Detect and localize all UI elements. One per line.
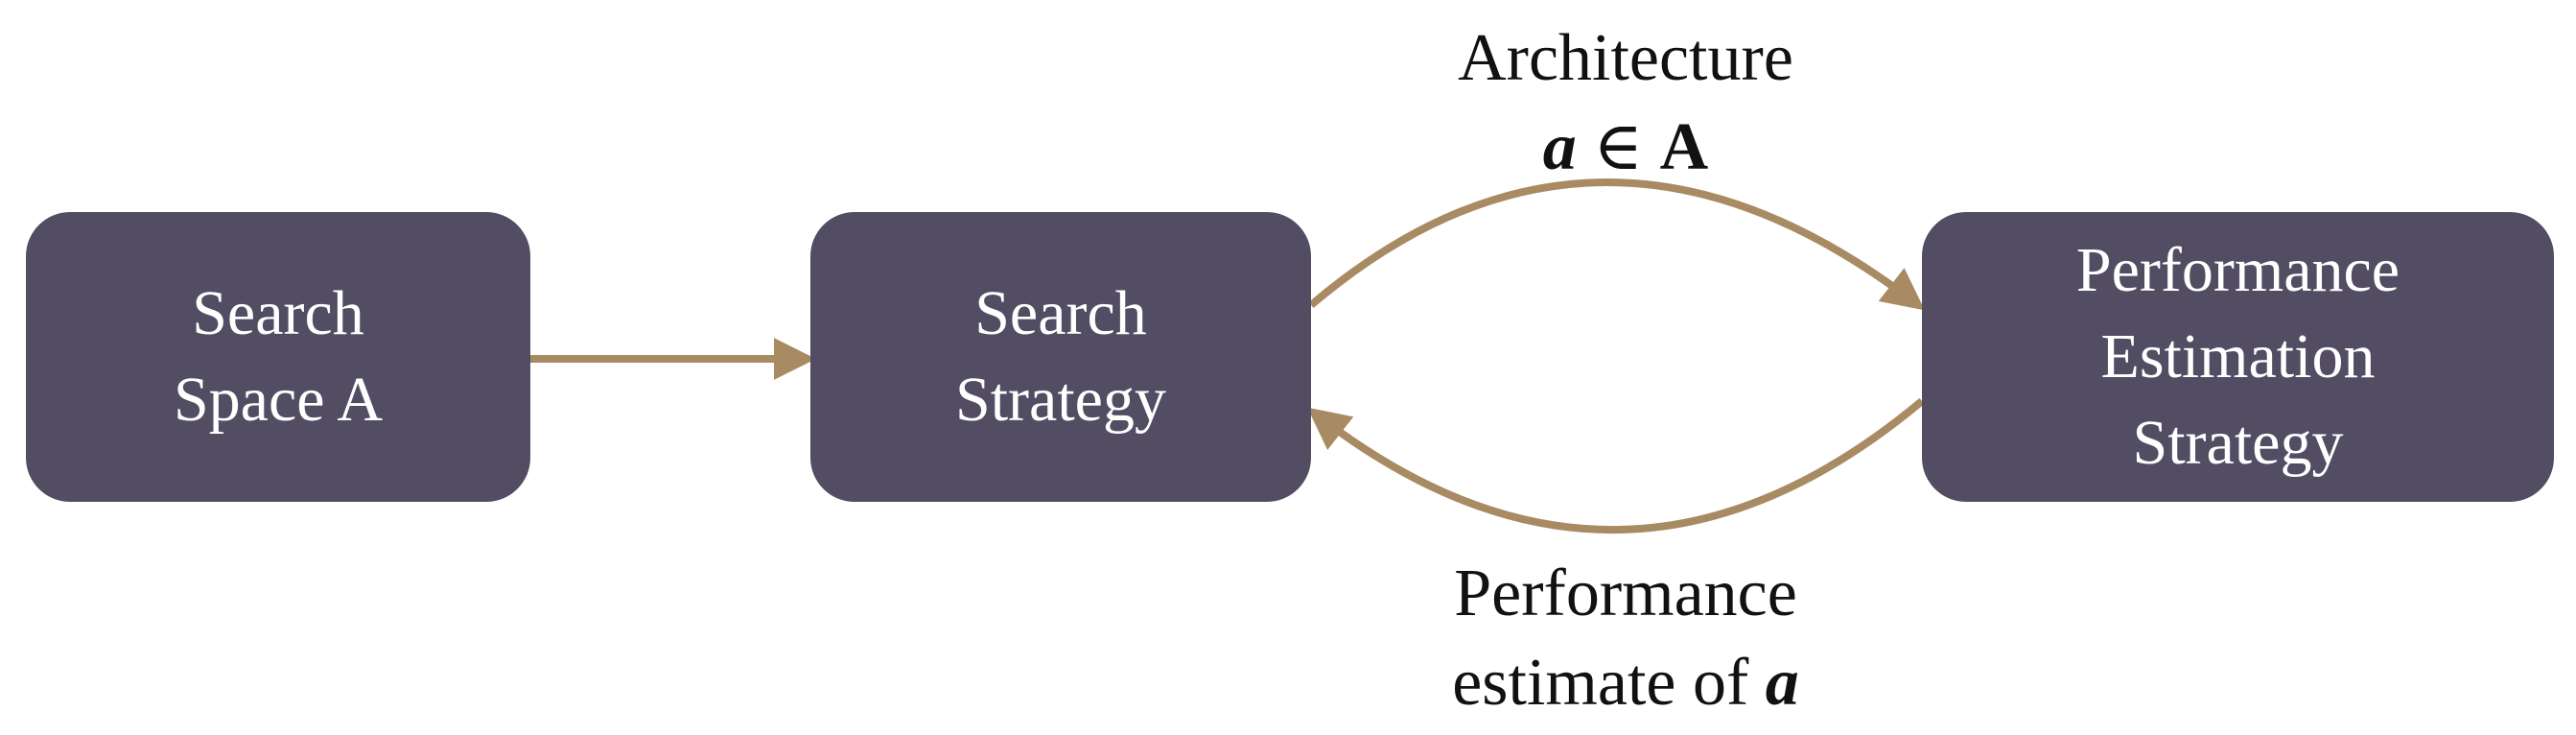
node-performance-line3: Strategy [2132,407,2344,478]
edge-label-performance-line2: estimate of a [1276,638,1976,727]
edge-label-architecture: Architecture a ∈ A [1290,13,1961,192]
edge-label-architecture-line1: Architecture [1458,21,1793,95]
edge-label-architecture-math: a ∈ A [1290,103,1961,192]
math-element-of: ∈ [1576,110,1660,185]
math-symbol-set-a: A [1659,110,1709,185]
edge-label-estimate-of: estimate of [1452,646,1766,721]
math-symbol-a-estimate: a [1765,646,1799,721]
node-performance-line2: Estimation [2100,321,2376,392]
node-search-space-line1: Search [192,278,364,349]
node-performance-estimation-strategy: Performance Estimation Strategy [1922,212,2554,502]
math-symbol-a: a [1542,110,1577,185]
edge-label-performance-line1: Performance [1454,557,1797,630]
node-search-space: Search Space A [26,212,530,502]
node-search-space-line2: Space A [173,365,384,435]
arrow-performance-estimate-arc [1307,397,1925,533]
node-performance-line1: Performance [2075,235,2400,306]
node-search-strategy: Search Strategy [810,212,1311,502]
node-search-strategy-line2: Strategy [955,365,1166,435]
edge-label-performance-estimate: Performance estimate of a [1276,549,1976,727]
arrow-architecture-arc [1308,178,1925,311]
node-search-strategy-line1: Search [974,278,1147,349]
